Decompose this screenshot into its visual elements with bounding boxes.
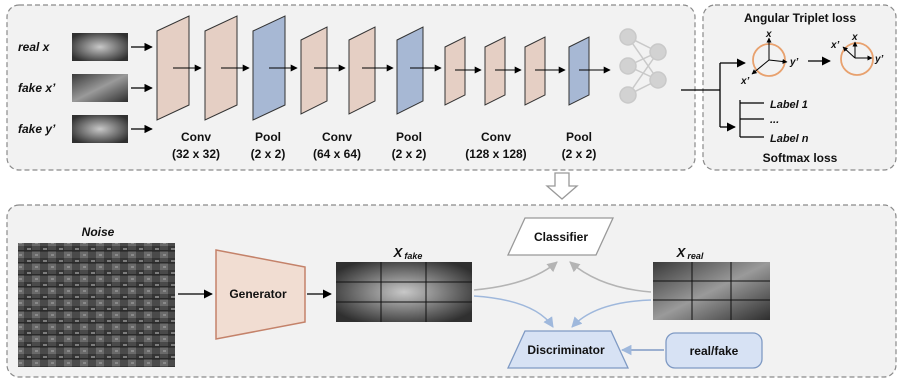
fake-to-classifier-arrow (473, 261, 558, 291)
input-image-fake-x (72, 74, 128, 102)
conv-block-2 (300, 26, 394, 115)
discriminator-block (506, 330, 630, 369)
feature-transfer-arrow (545, 172, 579, 200)
conv-block-3 (444, 36, 566, 106)
fc-network-icon (619, 28, 667, 104)
pool-block-3 (568, 36, 611, 106)
layer-name: Pool (255, 130, 281, 144)
layer-name: Conv (322, 130, 352, 144)
fake-image-grid (336, 262, 472, 322)
layer-labels: Conv (32 x 32) Pool (2 x 2) Conv (64 x 6… (172, 130, 596, 161)
pool-block-1 (252, 15, 298, 121)
axis-x-label: x (765, 29, 772, 40)
classifier-label: Classifier (534, 230, 588, 244)
noise-image (18, 243, 175, 367)
softmax-label-tree (739, 100, 764, 138)
real-image-grid (653, 262, 770, 320)
noise-label: Noise (82, 225, 115, 239)
input-label-fake-y: fake y’ (18, 122, 56, 136)
input-image-real-x (72, 33, 128, 61)
input-label-fake-x: fake x’ (18, 81, 56, 95)
axis-x-label: x (851, 32, 858, 43)
layer-name: Pool (566, 130, 592, 144)
real-to-classifier-arrow (569, 261, 652, 293)
generator-block (215, 249, 306, 340)
layer-name: Pool (396, 130, 422, 144)
triplet-diagram-left: x y’ x’ (740, 29, 799, 87)
loss-panel (702, 4, 897, 171)
layer-size: (128 x 128) (465, 147, 526, 161)
class-label-n: Label n (770, 133, 809, 145)
layer-size: (2 x 2) (251, 147, 286, 161)
loss-connector (681, 58, 746, 132)
fake-to-discriminator-arrow (473, 295, 554, 328)
layer-size: (2 x 2) (562, 147, 597, 161)
realfake-box (665, 332, 763, 369)
layer-name: Conv (181, 130, 211, 144)
discriminator-label: Discriminator (527, 343, 605, 357)
axis-y-label: y’ (874, 54, 884, 65)
triplet-diagram-right: x y’ x’ (830, 32, 884, 76)
class-label-1: Label 1 (770, 99, 808, 111)
axis-y-label: y’ (789, 57, 799, 68)
generator-label: Generator (229, 287, 287, 301)
input-label-real-x: real x (18, 40, 51, 54)
layer-size: (2 x 2) (392, 147, 427, 161)
real-to-discriminator-arrow (571, 299, 652, 328)
layer-size: (32 x 32) (172, 147, 220, 161)
class-label-ellipsis: ... (770, 114, 779, 126)
input-image-fake-y (72, 115, 128, 143)
pool-block-2 (396, 26, 442, 115)
layer-size: (64 x 64) (313, 147, 361, 161)
softmax-loss-label: Softmax loss (763, 151, 838, 165)
axis-x2-label: x’ (740, 76, 750, 87)
classifier-block (506, 217, 615, 256)
axis-x2-label: x’ (830, 40, 840, 51)
layer-name: Conv (481, 130, 511, 144)
triplet-loss-title: Angular Triplet loss (744, 11, 856, 25)
conv-block-1 (156, 15, 250, 121)
realfake-label: real/fake (690, 344, 739, 358)
